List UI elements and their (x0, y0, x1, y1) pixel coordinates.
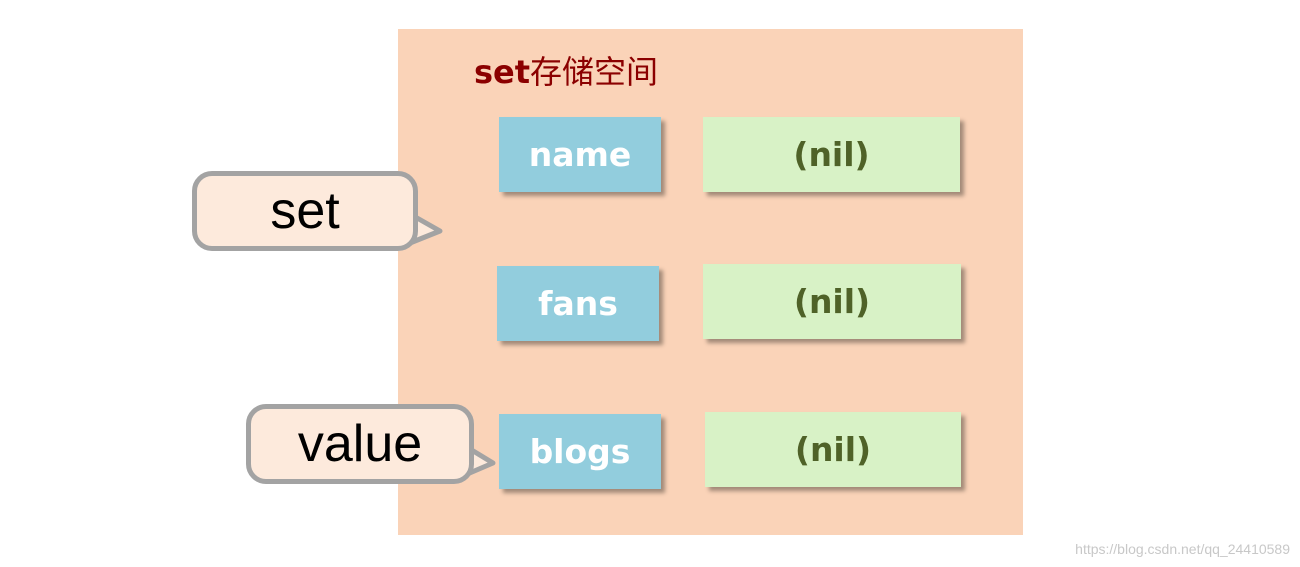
key-cell-fans: fans (497, 266, 659, 341)
key-cell-name: name (499, 117, 661, 192)
panel-title: set存储空间 (474, 52, 658, 92)
watermark: https://blog.csdn.net/qq_24410589 (1075, 541, 1290, 557)
key-cell-blogs: blogs (499, 414, 661, 489)
panel-title-suffix: 存储空间 (530, 53, 659, 91)
value-cell-name: (nil) (703, 117, 960, 192)
panel-title-prefix: set (474, 53, 531, 91)
value-cell-fans: (nil) (703, 264, 961, 339)
value-callout: value (246, 404, 474, 484)
set-command-callout: set (192, 171, 418, 251)
value-cell-blogs: (nil) (705, 412, 961, 487)
